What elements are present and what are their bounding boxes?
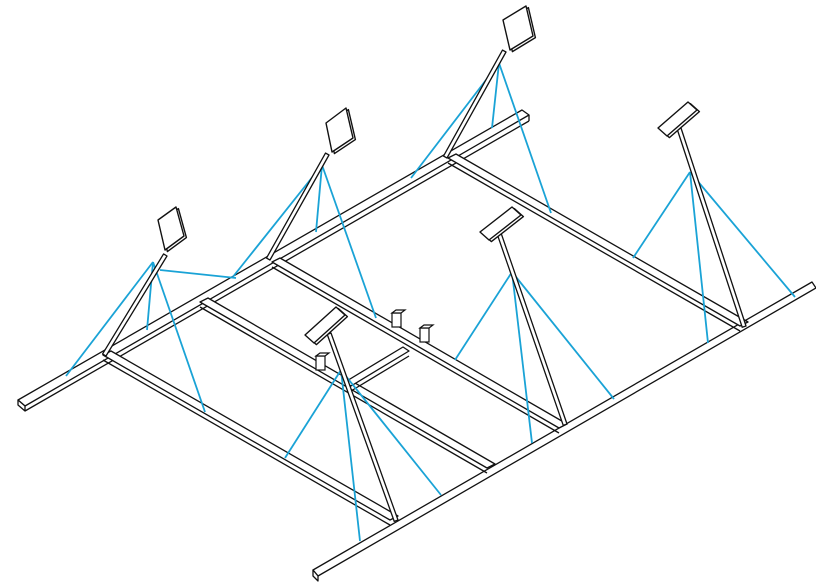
cable-4-1 bbox=[632, 171, 691, 259]
cable-3-3 bbox=[498, 62, 552, 214]
cable-5-3 bbox=[511, 271, 615, 400]
sign-assembly-4 bbox=[632, 101, 796, 344]
cable-4-2 bbox=[689, 171, 709, 344]
cable-6-2 bbox=[340, 369, 361, 542]
cable-2-3 bbox=[321, 164, 377, 319]
cable-6-1 bbox=[284, 369, 342, 459]
cable-1-1 bbox=[65, 261, 154, 377]
rail-back-left bbox=[17, 109, 530, 412]
pole-2 bbox=[265, 152, 330, 261]
panel-1 bbox=[157, 206, 185, 251]
cable-5-2 bbox=[511, 271, 533, 444]
sign-assembly-6 bbox=[284, 306, 442, 542]
cross-member-4 bbox=[447, 153, 749, 332]
pole-3 bbox=[442, 49, 507, 159]
sign-assembly-1 bbox=[65, 206, 237, 413]
post-3 bbox=[314, 352, 331, 371]
cable-5-1 bbox=[454, 271, 513, 361]
cable-3-2 bbox=[491, 62, 500, 129]
rail-front-right bbox=[312, 281, 816, 582]
cable-4-3 bbox=[689, 171, 796, 298]
panel-5 bbox=[479, 206, 522, 241]
small-posts bbox=[314, 309, 435, 371]
sign-assembly-5 bbox=[454, 206, 615, 444]
panel-4 bbox=[657, 101, 698, 137]
panel-2 bbox=[325, 107, 354, 153]
sign-assemblies bbox=[65, 5, 796, 542]
panel-6 bbox=[304, 306, 346, 344]
cable-2-1 bbox=[231, 164, 323, 279]
rail-middle-short bbox=[344, 346, 410, 392]
cable-6-3 bbox=[340, 369, 442, 496]
panel-3 bbox=[502, 5, 534, 51]
sign-assembly-3 bbox=[410, 5, 552, 214]
post-1 bbox=[390, 309, 407, 328]
post-2 bbox=[418, 324, 435, 343]
pole-1 bbox=[101, 253, 168, 357]
cable-1-3 bbox=[152, 261, 206, 413]
cable-1-4 bbox=[159, 269, 237, 279]
sign-assembly-2 bbox=[231, 107, 377, 319]
cable-2-2 bbox=[315, 164, 323, 233]
